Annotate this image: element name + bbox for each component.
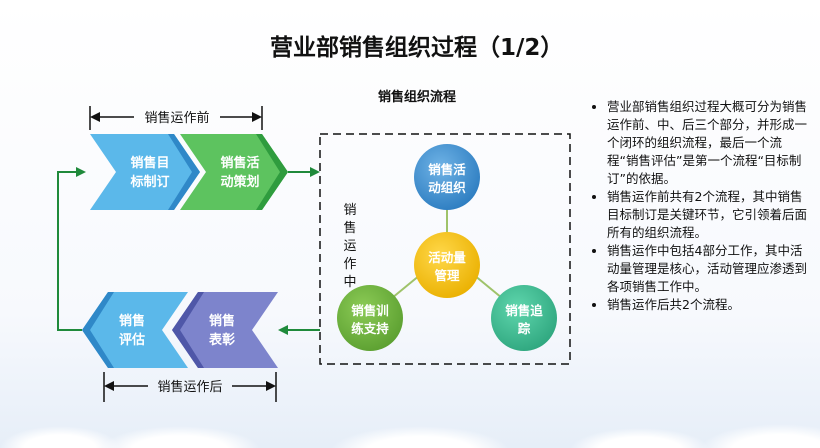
chevron-target-line2: 标制订 bbox=[129, 174, 169, 190]
page-title: 营业部销售组织过程（1/2） bbox=[270, 35, 564, 61]
during-label-char-4: 作 bbox=[343, 257, 356, 272]
circle-training-line2: 练支持 bbox=[351, 321, 389, 336]
during-label-char-1: 销 bbox=[343, 203, 356, 218]
diagram-subtitle: 销售组织流程 bbox=[378, 90, 457, 105]
circle-center-line1: 活动量 bbox=[428, 250, 466, 265]
circle-activity-line2: 动组织 bbox=[428, 180, 466, 195]
chevron-evaluate-line1: 销售 bbox=[119, 313, 145, 329]
chevron-reward[interactable]: 销售 表彰 bbox=[172, 292, 278, 368]
chevron-reward-line2: 表彰 bbox=[208, 332, 235, 348]
chevron-evaluate-line2: 评估 bbox=[119, 332, 145, 348]
during-dashed-box bbox=[319, 133, 571, 365]
after-span-marker bbox=[103, 372, 277, 402]
circle-tracking-line2: 踪 bbox=[518, 321, 531, 336]
during-label: 销 售 运 作 中 bbox=[343, 203, 356, 290]
during-label-char-2: 售 bbox=[343, 220, 356, 236]
explanation-list: 营业部销售组织过程大概可分为销售运作前、中、后三个部分，并形成一个闭环的组织流程… bbox=[591, 98, 807, 314]
chevron-plan-line2: 动策划 bbox=[220, 174, 259, 190]
circle-tracking-line1: 销售追 bbox=[505, 303, 543, 318]
during-label-char-3: 运 bbox=[343, 239, 356, 254]
circle-training-line1: 销售训 bbox=[351, 303, 389, 318]
explanation-item: 销售运作前共有2个流程，其中销售目标制订是关键环节，它引领着后面所有的组织流程。 bbox=[607, 188, 807, 242]
circle-activity-line1: 销售活 bbox=[428, 162, 466, 177]
circle-center-line2: 管理 bbox=[434, 268, 460, 283]
chevron-plan-line1: 销售活 bbox=[220, 155, 259, 171]
circle-training-support[interactable]: 销售训 练支持 bbox=[337, 285, 403, 351]
circle-activity-volume-management[interactable]: 活动量 管理 bbox=[414, 232, 480, 298]
chevron-target-line1: 销售目 bbox=[130, 155, 169, 171]
circle-sales-tracking[interactable]: 销售追 踪 bbox=[491, 285, 557, 351]
explanation-item: 营业部销售组织过程大概可分为销售运作前、中、后三个部分，并形成一个闭环的组织流程… bbox=[607, 98, 807, 188]
circle-activity-organization[interactable]: 销售活 动组织 bbox=[414, 144, 480, 210]
chevron-activity-planning[interactable]: 销售活 动策划 bbox=[180, 134, 288, 210]
chevron-target-setting[interactable]: 销售目 标制订 bbox=[90, 134, 200, 210]
after-label: 销售运作后 bbox=[157, 379, 222, 395]
cloud-decoration bbox=[0, 412, 820, 448]
explanation-item: 销售运作中包括4部分工作，其中活动量管理是核心，活动管理应渗透到各项销售工作中。 bbox=[607, 242, 807, 296]
chevron-reward-line1: 销售 bbox=[209, 313, 235, 329]
during-label-char-5: 中 bbox=[343, 275, 356, 290]
before-label: 销售运作前 bbox=[144, 110, 209, 126]
chevron-evaluation[interactable]: 销售 评估 bbox=[82, 292, 188, 368]
before-span-marker bbox=[89, 106, 263, 130]
explanation-item: 销售运作后共2个流程。 bbox=[607, 296, 807, 314]
feedback-loop-arrow bbox=[57, 167, 86, 331]
